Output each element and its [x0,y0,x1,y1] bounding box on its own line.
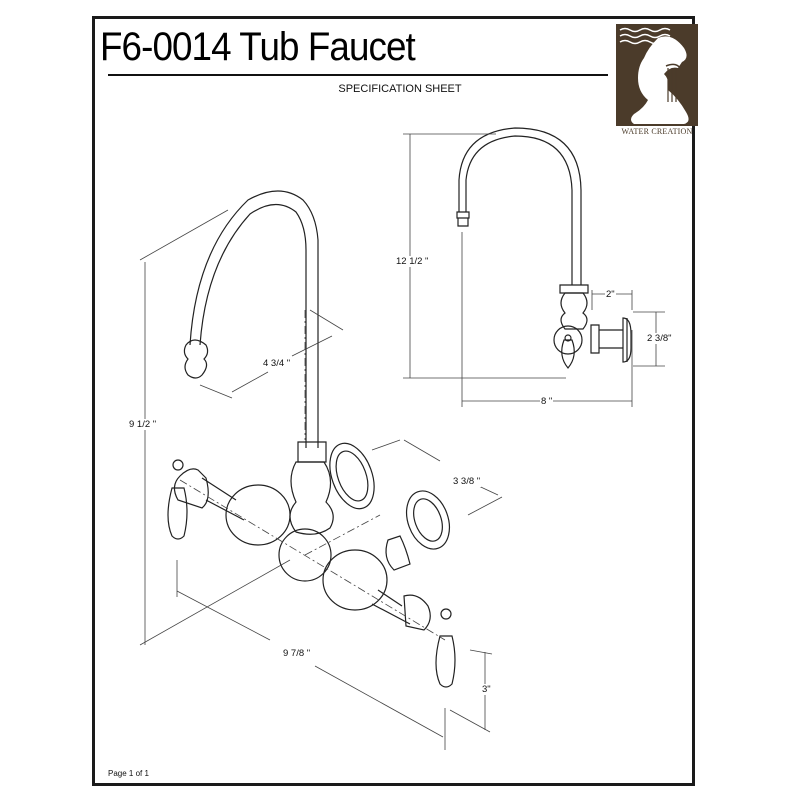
dimension-label-iso-height: 9 1/2 " [128,419,158,430]
dimension-label-depth: 3 3/8 " [452,476,482,487]
dimension-label-wall-offset: 2" [605,289,616,300]
dimension-label-side-height: 12 1/2 " [395,256,430,267]
brand-logo: WATER CREATION [616,24,698,140]
side-view-faucet [456,127,632,369]
dimension-label-width: 9 7/8 " [282,648,312,659]
document-title: F6-0014 Tub Faucet [100,25,416,69]
brand-name: WATER CREATION [621,127,693,136]
kneeling-figure-harp-logo-icon [616,24,698,126]
side-view-dimension-lines [403,133,665,407]
page-number: Page 1 of 1 [108,769,149,778]
isometric-view-dimension-lines [139,209,503,750]
isometric-view-faucet [167,190,456,688]
document-subtitle: SPECIFICATION SHEET [338,83,462,95]
dimension-label-spout-reach: 4 3/4 " [262,358,292,369]
dimension-label-side-width: 8 " [540,396,554,407]
title-underline [108,74,608,76]
dimension-label-flange-diameter: 2 3/8" [646,333,673,344]
dimension-label-handle-height: 3" [481,684,492,695]
